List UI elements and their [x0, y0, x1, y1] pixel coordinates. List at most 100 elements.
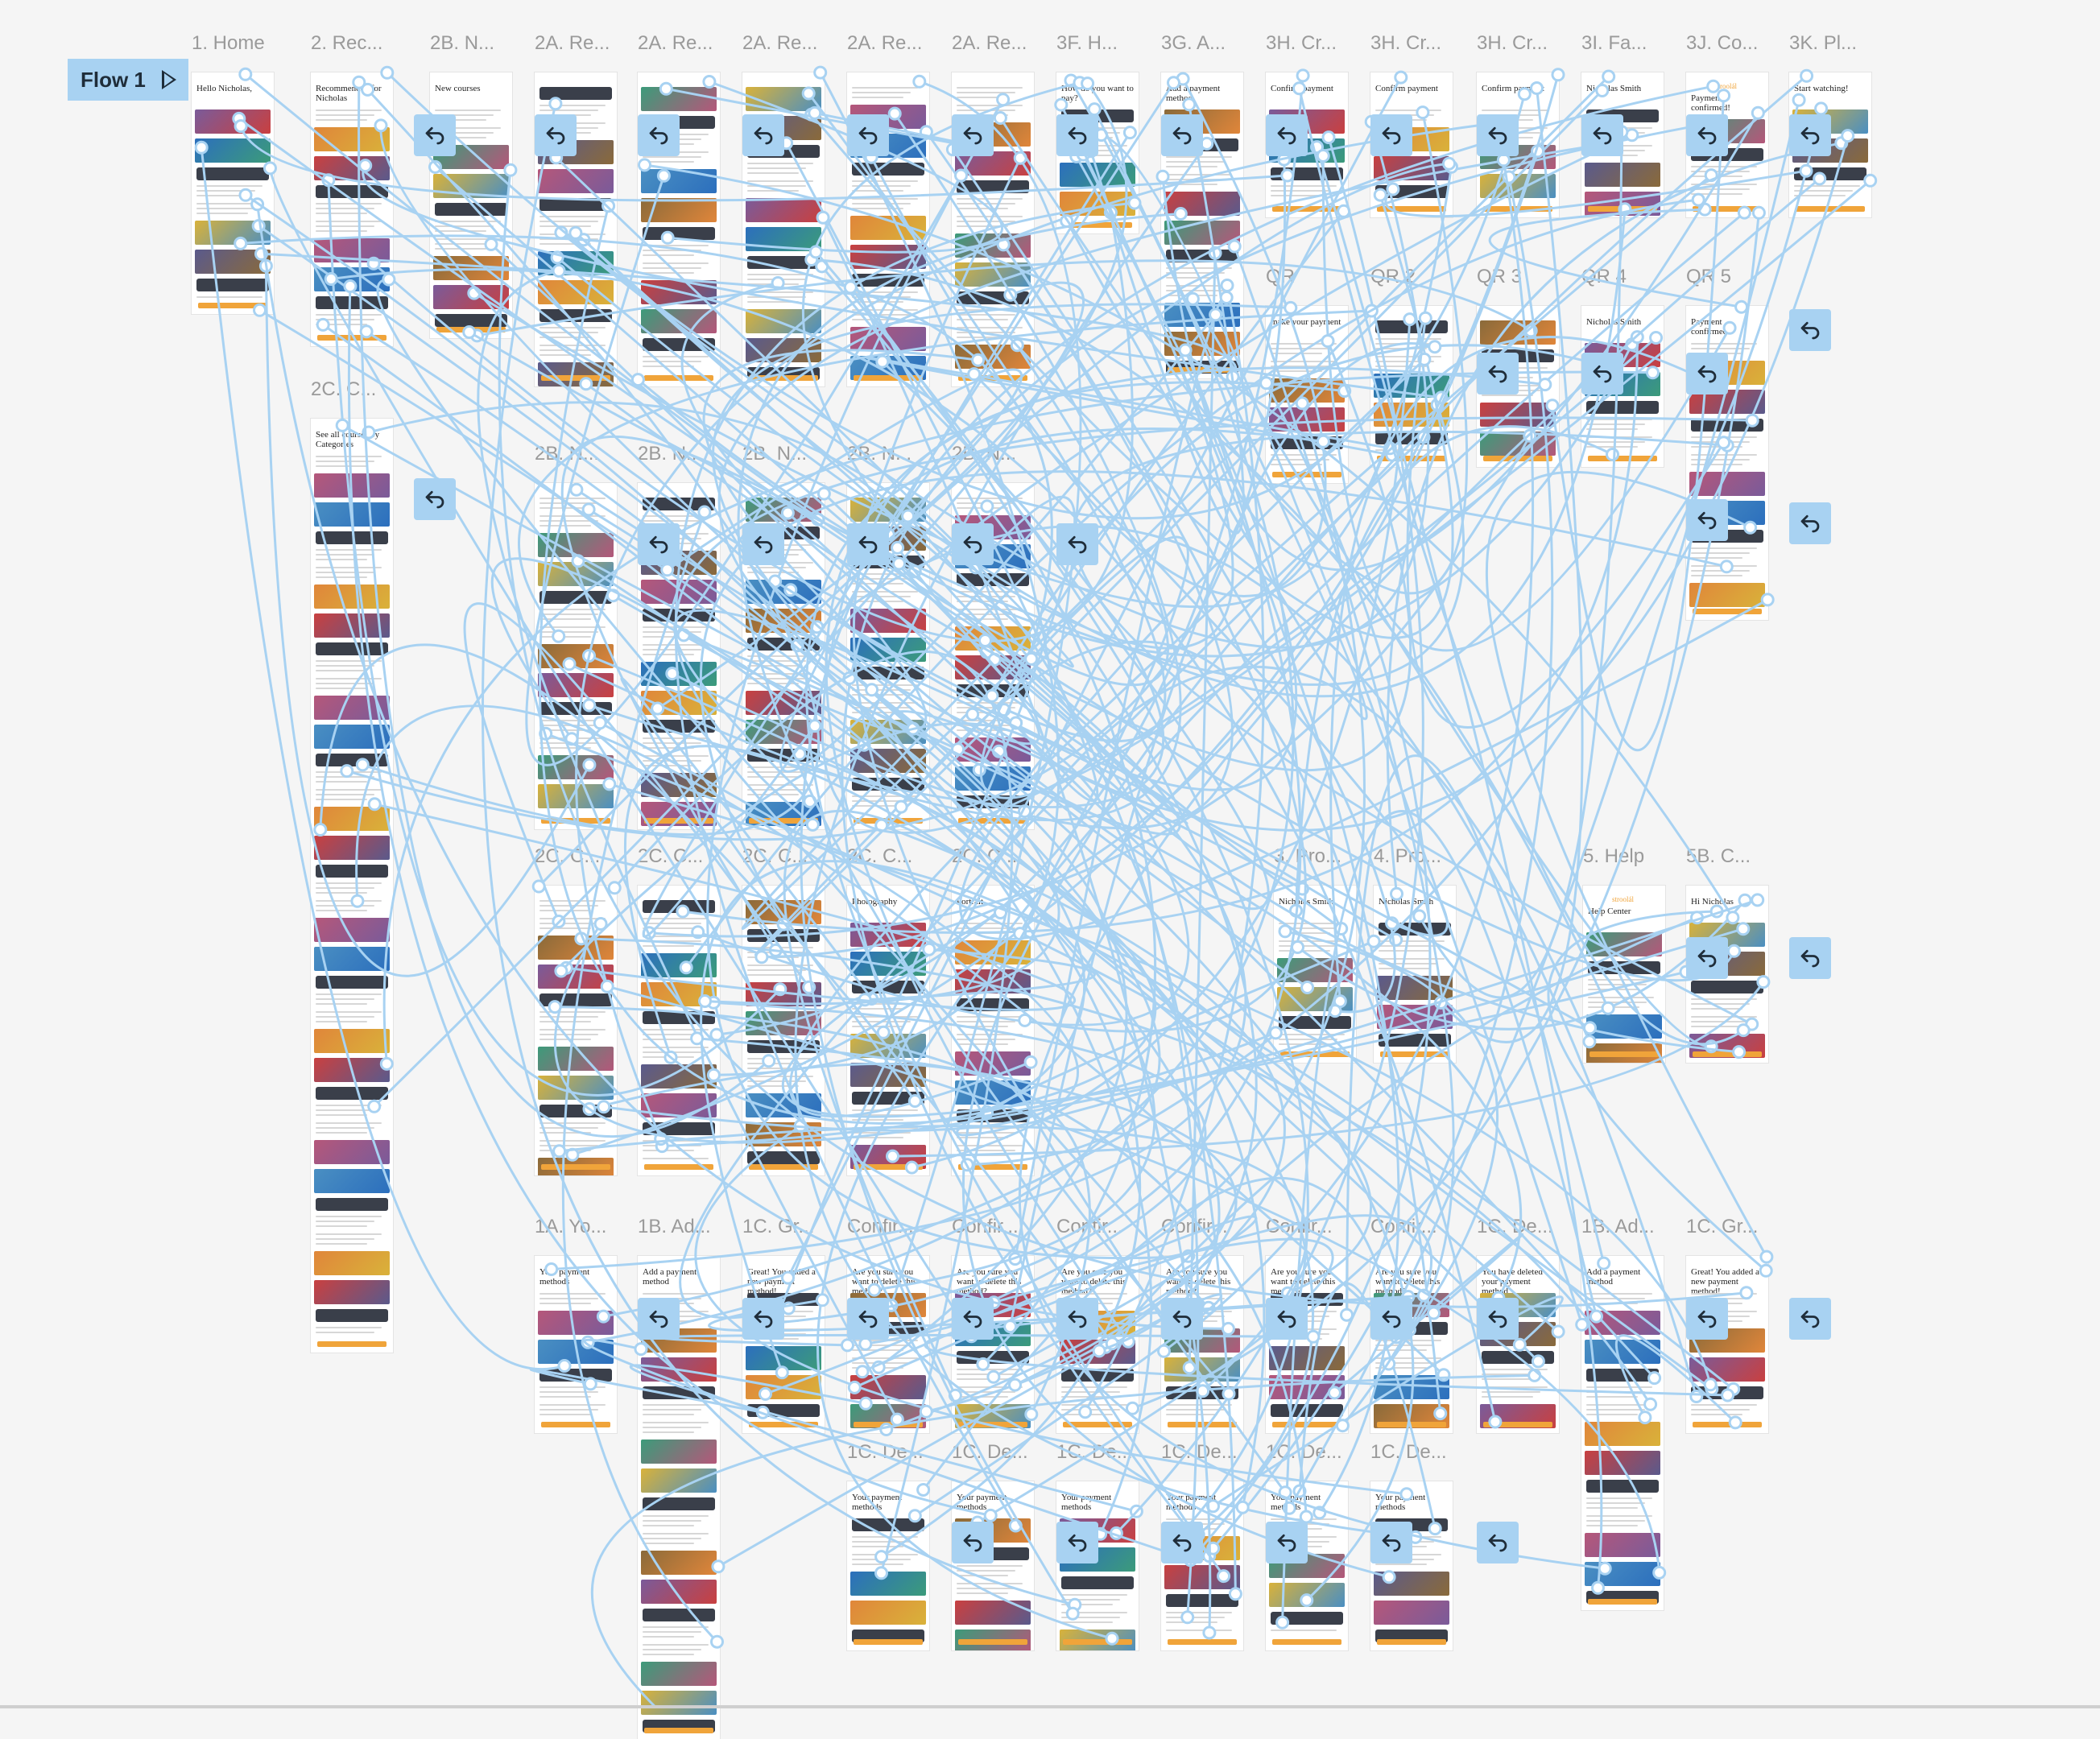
- payment-card[interactable]: [1061, 1576, 1134, 1589]
- payment-card[interactable]: [957, 573, 1029, 586]
- course-image[interactable]: [433, 256, 509, 280]
- course-image[interactable]: [1480, 174, 1556, 198]
- screen-frame[interactable]: Are you sure you want to delete this met…: [1370, 1256, 1453, 1433]
- payment-card[interactable]: [1271, 1404, 1343, 1417]
- primary-button[interactable]: [541, 1164, 610, 1170]
- payment-card[interactable]: [957, 180, 1029, 193]
- back-button[interactable]: [847, 1298, 889, 1340]
- back-button[interactable]: [952, 1298, 994, 1340]
- course-image[interactable]: [314, 1169, 390, 1193]
- course-image[interactable]: [314, 502, 390, 527]
- course-image[interactable]: [850, 245, 926, 269]
- course-image[interactable]: [746, 1122, 821, 1146]
- payment-card[interactable]: [1166, 1594, 1238, 1607]
- frame-title[interactable]: 1B. Ad...: [1581, 1216, 1655, 1237]
- course-image[interactable]: [314, 1251, 390, 1275]
- payment-card[interactable]: [196, 279, 269, 291]
- course-image[interactable]: [955, 766, 1031, 791]
- course-image[interactable]: [538, 562, 614, 586]
- frame-title[interactable]: 1. Home: [192, 32, 265, 54]
- payment-card[interactable]: [852, 274, 924, 287]
- screen-frame[interactable]: See all courses by Categories: [311, 419, 393, 1353]
- frame-title[interactable]: 2A. Re...: [952, 32, 1027, 54]
- course-image[interactable]: [538, 533, 614, 557]
- payment-card[interactable]: [316, 531, 388, 544]
- primary-button[interactable]: [1796, 206, 1865, 212]
- payment-card[interactable]: [539, 1105, 612, 1117]
- back-button[interactable]: [1789, 309, 1831, 351]
- frame-title[interactable]: 3I. Fa...: [1581, 32, 1647, 54]
- back-button[interactable]: [1266, 1298, 1308, 1340]
- back-button[interactable]: [1477, 353, 1519, 394]
- frame-title[interactable]: 3J. Co...: [1686, 32, 1759, 54]
- back-button[interactable]: [1686, 937, 1728, 979]
- primary-button[interactable]: [1377, 1639, 1446, 1645]
- course-image[interactable]: [1585, 1422, 1660, 1446]
- primary-button[interactable]: [749, 818, 818, 824]
- payment-card[interactable]: [435, 203, 507, 216]
- payment-card[interactable]: [316, 1309, 388, 1322]
- frame-title[interactable]: 2C. C...: [952, 845, 1018, 867]
- frame-title[interactable]: 5. Help: [1583, 845, 1645, 867]
- course-image[interactable]: [641, 198, 717, 222]
- back-button[interactable]: [1686, 499, 1728, 541]
- course-image[interactable]: [1269, 378, 1345, 403]
- payment-card[interactable]: [852, 981, 924, 993]
- course-image[interactable]: [195, 250, 271, 274]
- course-image[interactable]: [538, 755, 614, 779]
- course-image[interactable]: [538, 936, 614, 960]
- course-image[interactable]: [641, 1662, 717, 1686]
- payment-card[interactable]: [643, 1386, 715, 1399]
- screen-frame[interactable]: New courses: [430, 72, 512, 338]
- course-image[interactable]: [314, 613, 390, 638]
- course-image[interactable]: [1277, 987, 1353, 1011]
- frame-title[interactable]: 2B. N...: [638, 443, 703, 465]
- course-image[interactable]: [746, 1011, 821, 1035]
- primary-button[interactable]: [1272, 1422, 1341, 1427]
- course-image[interactable]: [955, 233, 1031, 258]
- course-image[interactable]: [850, 1063, 926, 1087]
- course-image[interactable]: [955, 1051, 1031, 1076]
- back-button[interactable]: [1161, 114, 1203, 156]
- primary-button[interactable]: [1380, 1051, 1449, 1057]
- course-image[interactable]: [195, 109, 271, 134]
- course-image[interactable]: [1164, 332, 1240, 356]
- payment-card[interactable]: [643, 338, 715, 351]
- course-image[interactable]: [746, 580, 821, 604]
- course-image[interactable]: [955, 345, 1031, 369]
- payment-card[interactable]: [1794, 167, 1866, 180]
- course-image[interactable]: [1585, 1533, 1660, 1557]
- course-image[interactable]: [1374, 1375, 1449, 1399]
- course-image[interactable]: [1480, 432, 1556, 456]
- payment-card[interactable]: [1379, 923, 1451, 936]
- course-image[interactable]: [955, 262, 1031, 287]
- payment-card[interactable]: [316, 865, 388, 878]
- primary-button[interactable]: [1063, 222, 1132, 228]
- back-button[interactable]: [847, 523, 889, 565]
- back-button[interactable]: [1370, 114, 1412, 156]
- frame-title[interactable]: 4. Pro...: [1374, 845, 1442, 867]
- back-button[interactable]: [742, 523, 784, 565]
- course-image[interactable]: [1164, 303, 1240, 327]
- course-image[interactable]: [1374, 374, 1449, 398]
- course-image[interactable]: [850, 216, 926, 240]
- course-image[interactable]: [1060, 1340, 1135, 1364]
- course-image[interactable]: [1164, 221, 1240, 245]
- payment-card[interactable]: [316, 296, 388, 309]
- course-image[interactable]: [955, 940, 1031, 965]
- back-button[interactable]: [1266, 114, 1308, 156]
- course-image[interactable]: [746, 227, 821, 251]
- payment-card[interactable]: [643, 1011, 715, 1024]
- payment-card[interactable]: [957, 291, 1029, 304]
- course-image[interactable]: [314, 127, 390, 151]
- frame-title[interactable]: 3. Pro...: [1274, 845, 1342, 867]
- screen-frame[interactable]: make your payment: [1266, 306, 1348, 483]
- primary-button[interactable]: [198, 303, 267, 308]
- screen-frame[interactable]: Your payment methods: [1266, 1481, 1348, 1650]
- course-image[interactable]: [746, 691, 821, 715]
- primary-button[interactable]: [1483, 206, 1552, 212]
- course-image[interactable]: [850, 609, 926, 633]
- frame-title[interactable]: 2. Rec...: [311, 32, 383, 54]
- course-image[interactable]: [538, 965, 614, 989]
- back-button[interactable]: [742, 1298, 784, 1340]
